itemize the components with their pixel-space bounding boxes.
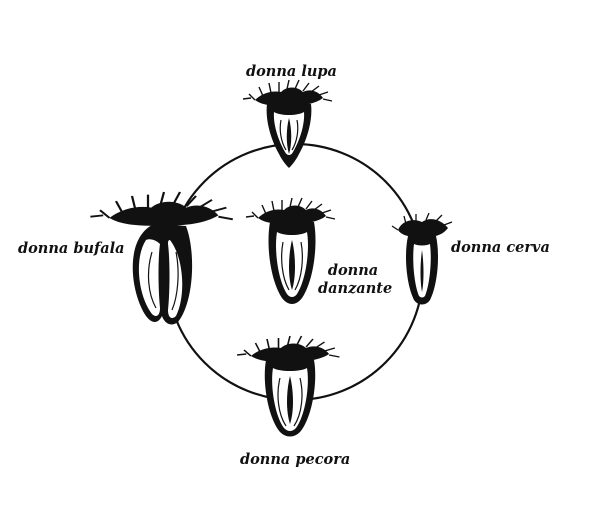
label-donna-cerva: donna cerva: [451, 239, 550, 256]
bufala-figure: [89, 190, 234, 325]
label-danzante-line1: donna: [327, 262, 379, 279]
danzante-figure: [245, 197, 336, 304]
lupa-figure: [242, 79, 333, 168]
label-donna-danzante: donna danzante: [318, 262, 393, 298]
label-donna-lupa: donna lupa: [246, 63, 337, 80]
label-danzante-line2: danzante: [318, 280, 393, 297]
cerva-figure: [391, 212, 453, 305]
label-donna-bufala: donna bufala: [18, 240, 125, 257]
label-donna-pecora: donna pecora: [240, 451, 351, 468]
pecora-figure: [236, 335, 341, 437]
